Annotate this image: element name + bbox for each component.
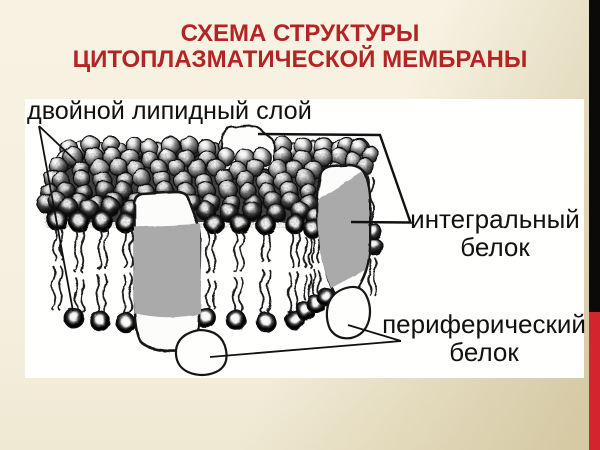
svg-text:периферический: периферический <box>382 309 586 339</box>
svg-text:белок: белок <box>449 337 519 367</box>
svg-text:интегральный: интегральный <box>410 204 580 234</box>
svg-text:двойной липидный слой: двойной липидный слой <box>27 97 312 125</box>
svg-text:белок: белок <box>460 232 530 262</box>
